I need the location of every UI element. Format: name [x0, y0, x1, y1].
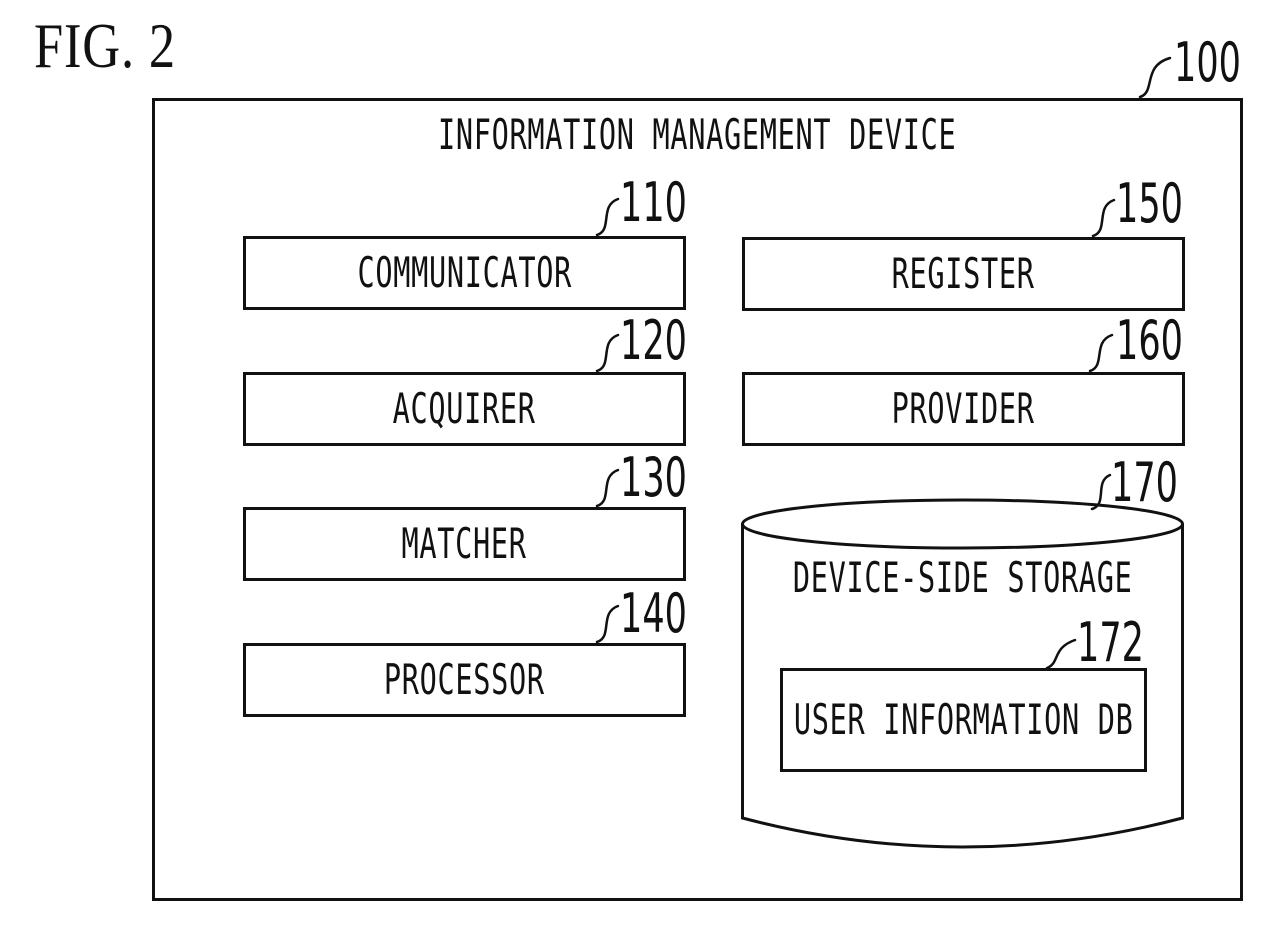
matcher-box: MATCHER: [243, 507, 686, 581]
ref-172: 172: [1077, 611, 1145, 674]
device-title: INFORMATION MANAGEMENT DEVICE: [438, 110, 957, 159]
matcher-label: MATCHER: [401, 519, 528, 568]
leader-line-130: [595, 468, 620, 508]
leader-line-160: [1088, 333, 1114, 373]
acquirer-box: ACQUIRER: [243, 372, 686, 446]
leader-line-172: [1045, 638, 1077, 670]
ref-110: 110: [620, 171, 688, 234]
leader-line-140: [595, 604, 620, 644]
ref-140: 140: [620, 582, 688, 645]
user-information-db-box: USER INFORMATION DB: [780, 668, 1147, 772]
processor-box: PROCESSOR: [243, 643, 686, 717]
leader-line-100: [1138, 56, 1172, 99]
register-label: REGISTER: [891, 249, 1035, 298]
ref-100: 100: [1174, 31, 1242, 94]
leader-line-110: [595, 197, 620, 237]
figure-label: FIG. 2: [34, 10, 176, 81]
ref-150: 150: [1116, 172, 1184, 235]
leader-line-170: [1090, 473, 1112, 511]
ref-170: 170: [1111, 451, 1179, 514]
leader-line-120: [595, 333, 620, 373]
communicator-box: COMMUNICATOR: [243, 236, 686, 310]
ref-130: 130: [620, 446, 688, 509]
ref-120: 120: [620, 309, 688, 372]
acquirer-label: ACQUIRER: [392, 384, 536, 433]
ref-160: 160: [1116, 309, 1184, 372]
processor-label: PROCESSOR: [384, 655, 545, 704]
register-box: REGISTER: [742, 237, 1185, 311]
device-title-row: INFORMATION MANAGEMENT DEVICE: [152, 114, 1243, 156]
leader-line-150: [1091, 198, 1116, 238]
provider-box: PROVIDER: [742, 372, 1185, 446]
device-side-storage-label: DEVICE-SIDE STORAGE: [792, 553, 1133, 602]
storage-label-row: DEVICE-SIDE STORAGE: [742, 557, 1183, 599]
communicator-label: COMMUNICATOR: [357, 248, 572, 297]
user-information-db-label: USER INFORMATION DB: [793, 695, 1134, 744]
cylinder-top-ellipse: [741, 498, 1184, 550]
provider-label: PROVIDER: [891, 384, 1035, 433]
